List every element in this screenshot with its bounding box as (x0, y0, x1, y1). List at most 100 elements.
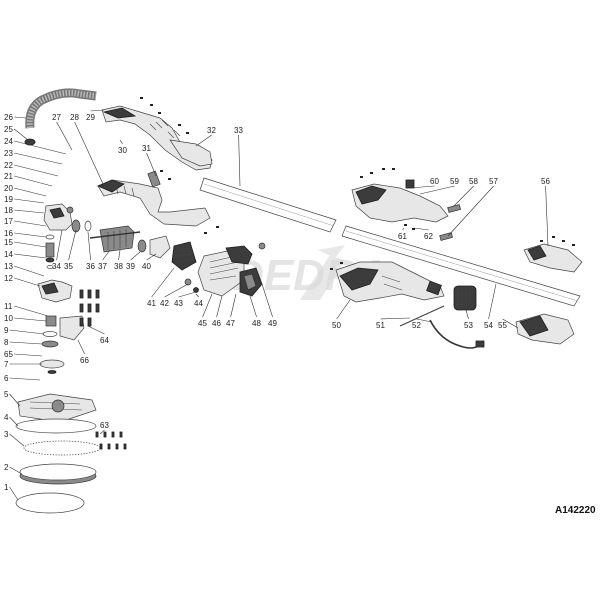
leader-line-30 (119, 139, 123, 145)
part-label-21: 21 (4, 172, 13, 181)
part-label-3: 3 (4, 430, 9, 439)
leader-line-59 (419, 185, 455, 195)
leader-line-37 (102, 249, 111, 261)
part-label-19: 19 (4, 195, 13, 204)
leader-line-24 (14, 140, 67, 155)
leader-line-52 (416, 318, 433, 323)
leader-line-36 (87, 231, 91, 261)
part-label-14: 14 (4, 250, 13, 259)
part-label-13: 13 (4, 262, 13, 271)
part-label-31: 31 (142, 144, 151, 153)
part-label-22: 22 (4, 161, 13, 170)
leader-line-12 (14, 277, 41, 287)
leader-line-58 (453, 185, 474, 207)
leader-line-13 (14, 265, 45, 277)
leader-line-51 (380, 317, 411, 320)
part-label-48: 48 (252, 319, 261, 328)
leader-line-3 (9, 433, 25, 447)
leader-line-23 (14, 152, 63, 165)
leader-line-25 (14, 128, 29, 141)
leader-line-46 (216, 295, 223, 318)
leader-line-28 (74, 121, 105, 187)
leader-line-39 (130, 251, 141, 261)
part-label-25: 25 (4, 125, 13, 134)
leader-line-9 (9, 329, 45, 335)
leader-line-48 (249, 295, 257, 318)
part-label-7: 7 (4, 360, 9, 369)
part-label-61: 61 (398, 232, 407, 241)
screw-set (140, 97, 575, 270)
leader-lines (9, 109, 549, 501)
part-label-26: 26 (4, 113, 13, 122)
part-label-66: 66 (80, 356, 89, 365)
part-label-53: 53 (464, 321, 473, 330)
part-label-12: 12 (4, 274, 13, 283)
leader-line-57 (447, 185, 494, 237)
part-label-56: 56 (541, 177, 550, 186)
part-label-51: 51 (376, 321, 385, 330)
part-label-41: 41 (147, 299, 156, 308)
leader-line-61 (402, 227, 405, 231)
part-label-8: 8 (4, 338, 9, 347)
part-label-34: 34 (52, 262, 61, 271)
leader-line-22 (14, 164, 59, 177)
part-label-17: 17 (4, 217, 13, 226)
part-label-20: 20 (4, 184, 13, 193)
leader-line-19 (14, 198, 45, 204)
part-label-58: 58 (469, 177, 478, 186)
part-label-54: 54 (484, 321, 493, 330)
leader-line-60 (409, 185, 435, 189)
leader-line-63 (99, 429, 105, 435)
leader-line-1 (9, 486, 19, 501)
part-label-49: 49 (268, 319, 277, 328)
handle-cover-32 (169, 139, 213, 167)
leader-line-50 (336, 299, 351, 320)
leader-line-34 (56, 229, 63, 261)
leader-line-8 (9, 341, 43, 345)
leader-line-53 (465, 309, 469, 320)
part-label-29: 29 (86, 113, 95, 122)
brush-pack-64 (79, 289, 100, 327)
leader-line-6 (9, 377, 41, 381)
leader-line-40 (146, 253, 157, 261)
leader-line-10 (14, 317, 47, 322)
leader-line-35 (68, 229, 77, 261)
part-label-6: 6 (4, 374, 9, 383)
gear-case-66 (59, 315, 85, 341)
part-label-10: 10 (4, 314, 13, 323)
part-label-40: 40 (142, 262, 151, 271)
sanding-disc-1 (15, 492, 85, 514)
leader-line-17 (14, 220, 47, 227)
leader-line-55 (502, 318, 519, 329)
part-label-43: 43 (174, 299, 183, 308)
flexible-shaft-hose (25, 88, 97, 129)
part-label-35: 35 (64, 262, 73, 271)
main-tube-33 (199, 177, 337, 233)
part-label-4: 4 (4, 413, 9, 422)
brush-ring-3 (23, 440, 101, 456)
leader-line-11 (14, 305, 49, 317)
part-label-46: 46 (212, 319, 221, 328)
leader-line-18 (14, 209, 45, 214)
washer-7 (39, 359, 65, 369)
leader-line-29 (90, 109, 105, 112)
part-label-45: 45 (198, 319, 207, 328)
power-cord (429, 319, 479, 349)
part-label-38: 38 (114, 262, 123, 271)
main-tube-54 (341, 225, 581, 307)
brush-pack-63 (95, 431, 127, 450)
part-label-11: 11 (4, 302, 13, 311)
leader-line-56 (545, 185, 549, 247)
part-label-55: 55 (498, 321, 507, 330)
motor-brush-cap (225, 245, 253, 265)
switch-rod-51 (399, 305, 445, 327)
part-label-44: 44 (194, 299, 203, 308)
armature-rotor (99, 225, 135, 253)
stator-41 (171, 241, 197, 271)
leader-line-47 (230, 293, 237, 318)
leader-line-16 (14, 232, 47, 238)
part-label-18: 18 (4, 206, 13, 215)
leader-line-54 (488, 283, 497, 320)
part-label-57: 57 (489, 177, 498, 186)
